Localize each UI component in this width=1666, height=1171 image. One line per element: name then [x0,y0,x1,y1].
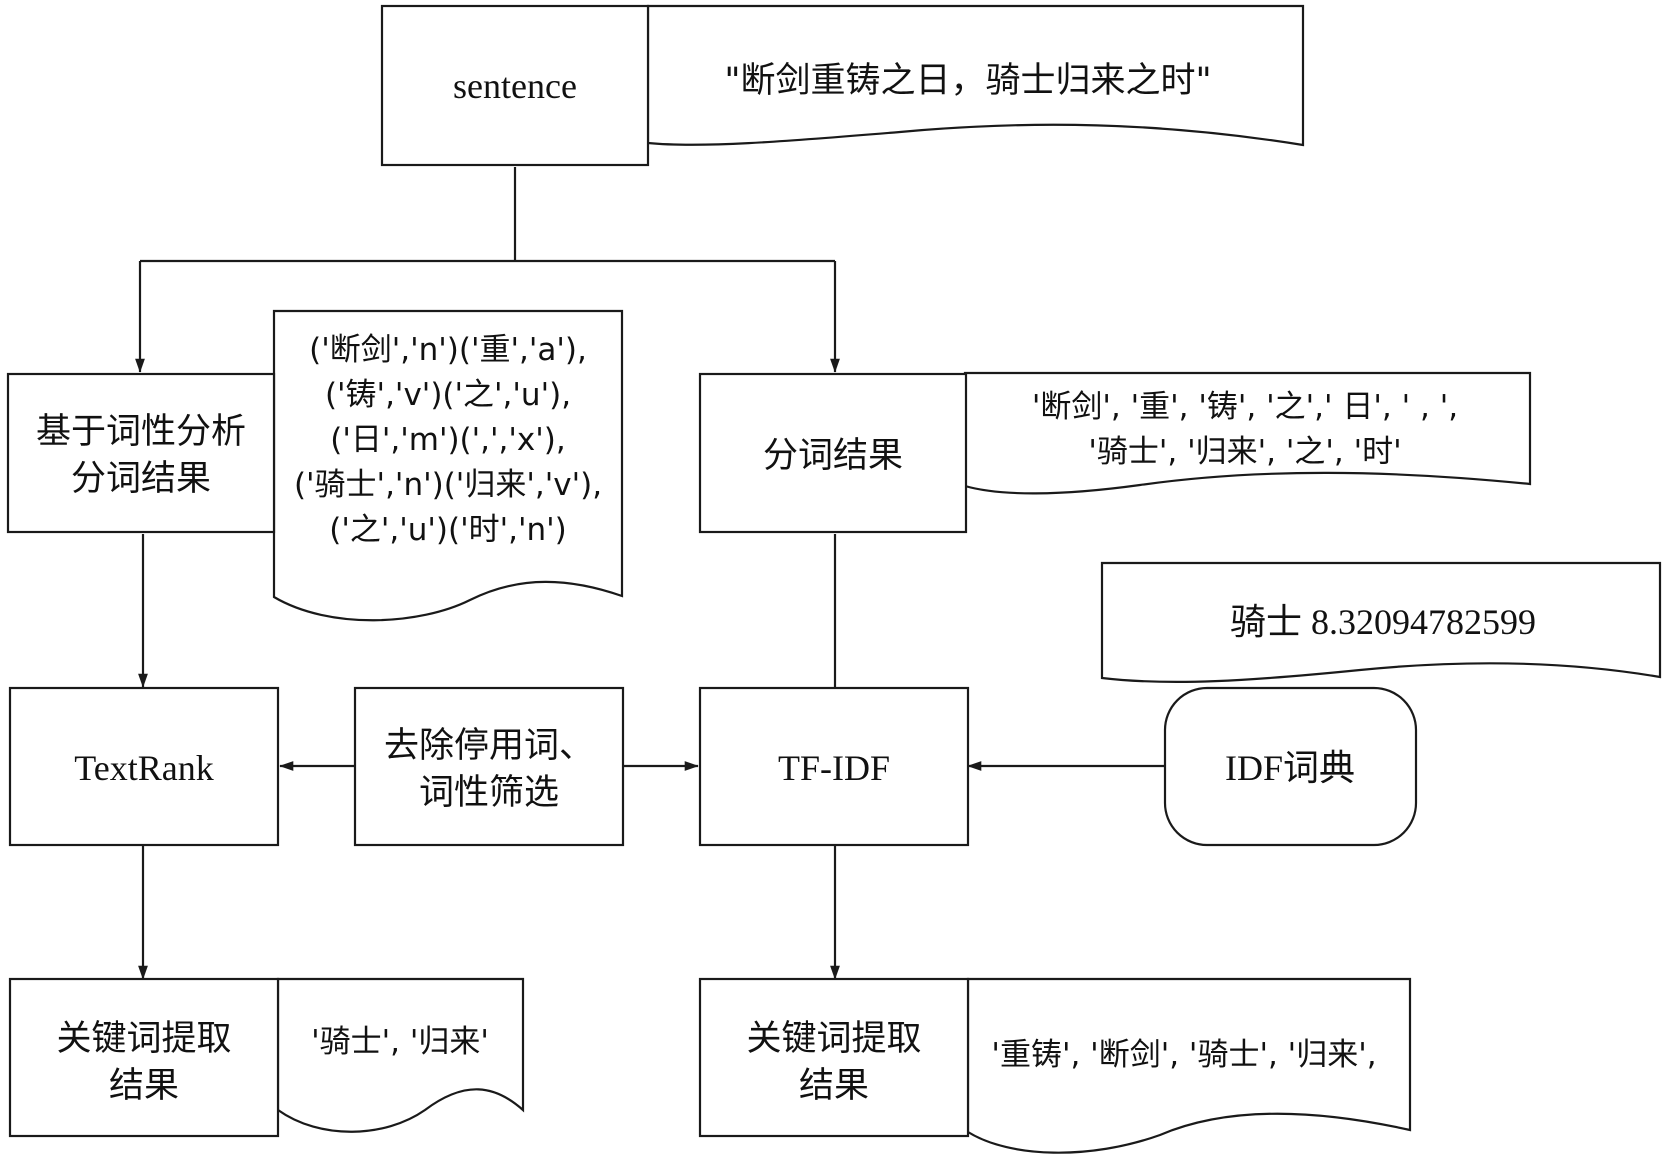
textrank-box [8,686,280,847]
svg-text:词性筛选: 词性筛选 [419,773,559,813]
kw-right-label: 关键词提取 结果 [746,1019,921,1106]
kw-left-box [8,977,280,1138]
kw-right-note-text: '重铸', '断剑', '骑士', '归来', [991,1037,1376,1073]
kw-right-box [698,977,970,1138]
pos-seg-box [6,372,276,534]
seg-label: 分词结果 [763,436,903,476]
kw-left-note-shape [276,977,525,1133]
sentence-label: sentence [453,66,577,106]
svg-text:分词结果: 分词结果 [71,459,211,499]
stopword-box [353,686,625,847]
svg-text:('骑士','n')('归来','v'),: ('骑士','n')('归来','v'), [294,467,602,503]
svg-text:结果: 结果 [799,1066,869,1106]
tfidf-box [698,686,970,847]
idf-dict-box [1163,686,1418,847]
seg-note-text: '断剑', '重', '铸', '之',' 日', ' , ', '骑士', '… [1032,389,1458,470]
sentence-note-shape [646,4,1305,147]
svg-text:关键词提取: 关键词提取 [746,1019,921,1059]
svg-text:结果: 结果 [109,1066,179,1106]
svg-text:去除停用词、: 去除停用词、 [384,726,594,766]
idf-note-text: 骑士 8.32094782599 [1230,602,1536,642]
svg-text:('断剑','n')('重','a'),: ('断剑','n')('重','a'), [309,332,587,368]
sentence-note-text: "断剑重铸之日，骑士归来之时" [724,61,1211,101]
sentence-box [380,4,650,167]
kw-right-note-shape [966,977,1412,1154]
pos-seg-note-text: ('断剑','n')('重','a'), ('铸','v')('之','u'),… [294,332,602,548]
pos-seg-note-shape [272,309,624,622]
edge-sentence-split [140,167,835,263]
svg-text:关键词提取: 关键词提取 [56,1019,231,1059]
kw-left-note-text: '骑士', '归来' [311,1024,489,1060]
idf-dict-label: IDF词典 [1225,748,1355,788]
pos-seg-label: 基于词性分析 分词结果 [36,412,246,499]
tfidf-label: TF-IDF [778,748,890,788]
svg-text:('之','u')('时','n'): ('之','u')('时','n') [329,512,567,548]
seg-box [698,372,968,534]
stopword-label: 去除停用词、 词性筛选 [384,726,594,813]
svg-text:('日','m')(',','x'),: ('日','m')(',','x'), [330,422,566,458]
textrank-label: TextRank [74,748,213,788]
idf-note-shape [1100,561,1662,684]
svg-text:'骑士', '归来', '之', '时': '骑士', '归来', '之', '时' [1088,434,1401,470]
seg-note-shape [963,371,1532,495]
svg-text:('铸','v')('之','u'),: ('铸','v')('之','u'), [325,377,571,413]
kw-left-label: 关键词提取 结果 [56,1019,231,1106]
svg-text:'断剑', '重', '铸', '之',' 日', ' ,: '断剑', '重', '铸', '之',' 日', ' , ', [1032,389,1458,425]
svg-text:基于词性分析: 基于词性分析 [36,412,246,452]
